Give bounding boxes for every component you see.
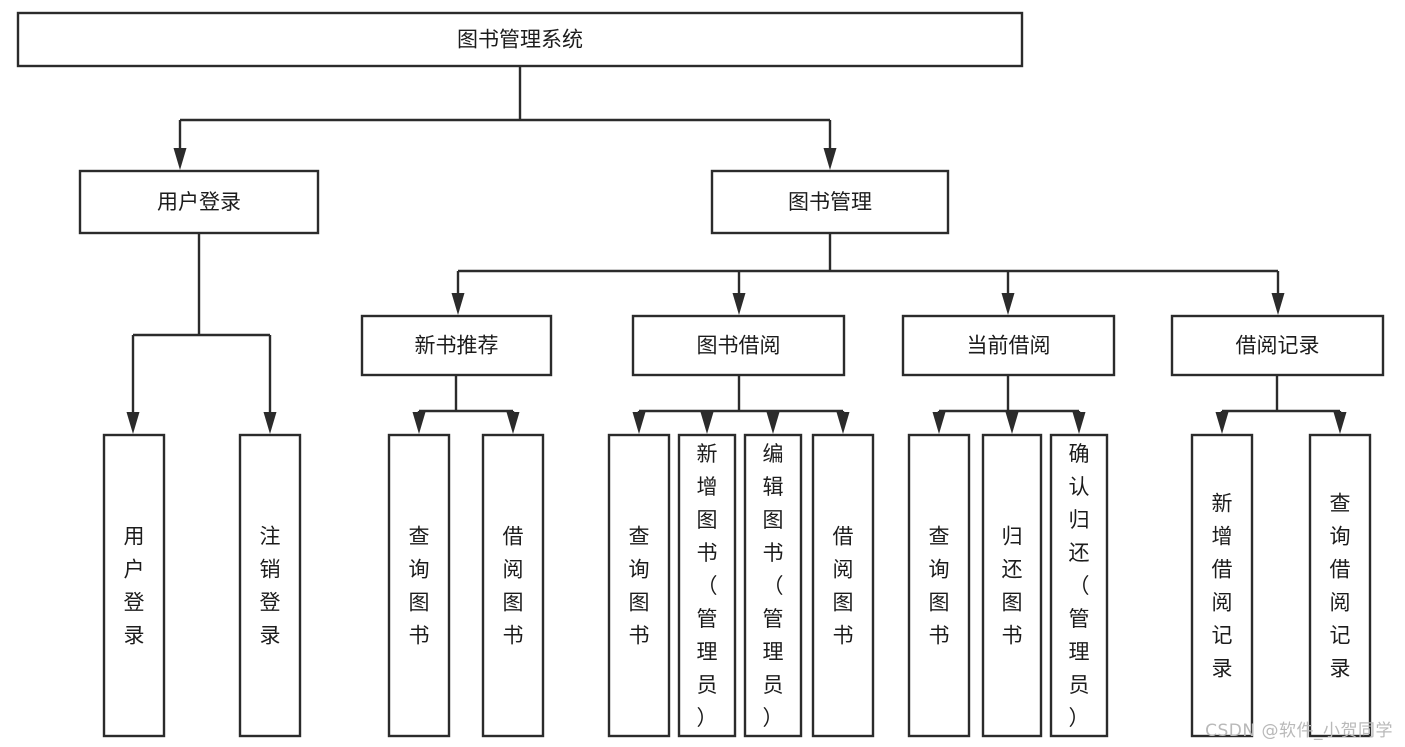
- node-label: 借阅图书: [503, 525, 524, 648]
- node-leaf-borrow-book-1[interactable]: 借阅图书: [481, 433, 545, 738]
- node-label: 查询借阅记录: [1330, 492, 1351, 681]
- node-label: 查询图书: [929, 525, 950, 648]
- node-leaf-query-book-1[interactable]: 查询图书: [387, 433, 451, 738]
- connector-newbook: [412, 375, 520, 434]
- node-current[interactable]: 当前借阅: [901, 314, 1116, 377]
- connector-records: [1215, 375, 1347, 434]
- node-leaf-query-record[interactable]: 查询借阅记录: [1308, 433, 1372, 738]
- node-leaf-user-login[interactable]: 用户登录: [102, 433, 166, 738]
- node-label: 新书推荐: [415, 334, 499, 358]
- node-leaf-borrow-book-2[interactable]: 借阅图书: [811, 433, 875, 738]
- node-leaf-query-book-3[interactable]: 查询图书: [907, 433, 971, 738]
- node-label: 确认归还（管理员）: [1069, 442, 1090, 730]
- node-bookmgmt[interactable]: 图书管理: [710, 169, 950, 235]
- node-leaf-edit-book[interactable]: 编辑图书（管理员）: [743, 433, 803, 738]
- node-borrow[interactable]: 图书借阅: [631, 314, 846, 377]
- node-leaf-logout[interactable]: 注销登录: [238, 433, 302, 738]
- node-leaf-add-book[interactable]: 新增图书（管理员）: [677, 433, 737, 738]
- node-label: 编辑图书（管理员）: [763, 442, 784, 730]
- node-label: 用户登录: [124, 525, 145, 648]
- nodes-layer: 图书管理系统用户登录图书管理新书推荐图书借阅当前借阅借阅记录用户登录注销登录查询…: [16, 11, 1385, 738]
- node-label: 图书管理系统: [457, 28, 583, 52]
- node-label: 新增图书（管理员）: [697, 442, 718, 730]
- connector-current: [932, 375, 1086, 434]
- connector-borrow: [632, 375, 850, 434]
- csdn-watermark: CSDN @软件_小贺同学: [1205, 721, 1393, 741]
- node-label: 借阅记录: [1236, 334, 1320, 358]
- node-label: 查询图书: [409, 525, 430, 648]
- connectors-layer: [126, 66, 1347, 434]
- connector-login: [126, 233, 277, 434]
- node-leaf-query-book-2[interactable]: 查询图书: [607, 433, 671, 738]
- node-label: 图书借阅: [697, 334, 781, 358]
- node-leaf-return-book[interactable]: 归还图书: [981, 433, 1043, 738]
- node-label: 用户登录: [157, 190, 241, 214]
- node-root[interactable]: 图书管理系统: [16, 11, 1024, 68]
- node-label: 当前借阅: [967, 334, 1051, 358]
- node-label: 新增借阅记录: [1212, 492, 1233, 681]
- node-label: 注销登录: [260, 525, 281, 648]
- connector-bookmgmt: [451, 233, 1285, 315]
- node-label: 图书管理: [788, 190, 872, 214]
- node-newbook[interactable]: 新书推荐: [360, 314, 553, 377]
- connector-root: [173, 66, 837, 170]
- node-login[interactable]: 用户登录: [78, 169, 320, 235]
- node-label: 归还图书: [1002, 525, 1023, 648]
- node-label: 查询图书: [629, 525, 650, 648]
- node-leaf-confirm-return[interactable]: 确认归还（管理员）: [1049, 433, 1109, 738]
- node-leaf-add-record[interactable]: 新增借阅记录: [1190, 433, 1254, 738]
- node-label: 借阅图书: [833, 525, 854, 648]
- node-records[interactable]: 借阅记录: [1170, 314, 1385, 377]
